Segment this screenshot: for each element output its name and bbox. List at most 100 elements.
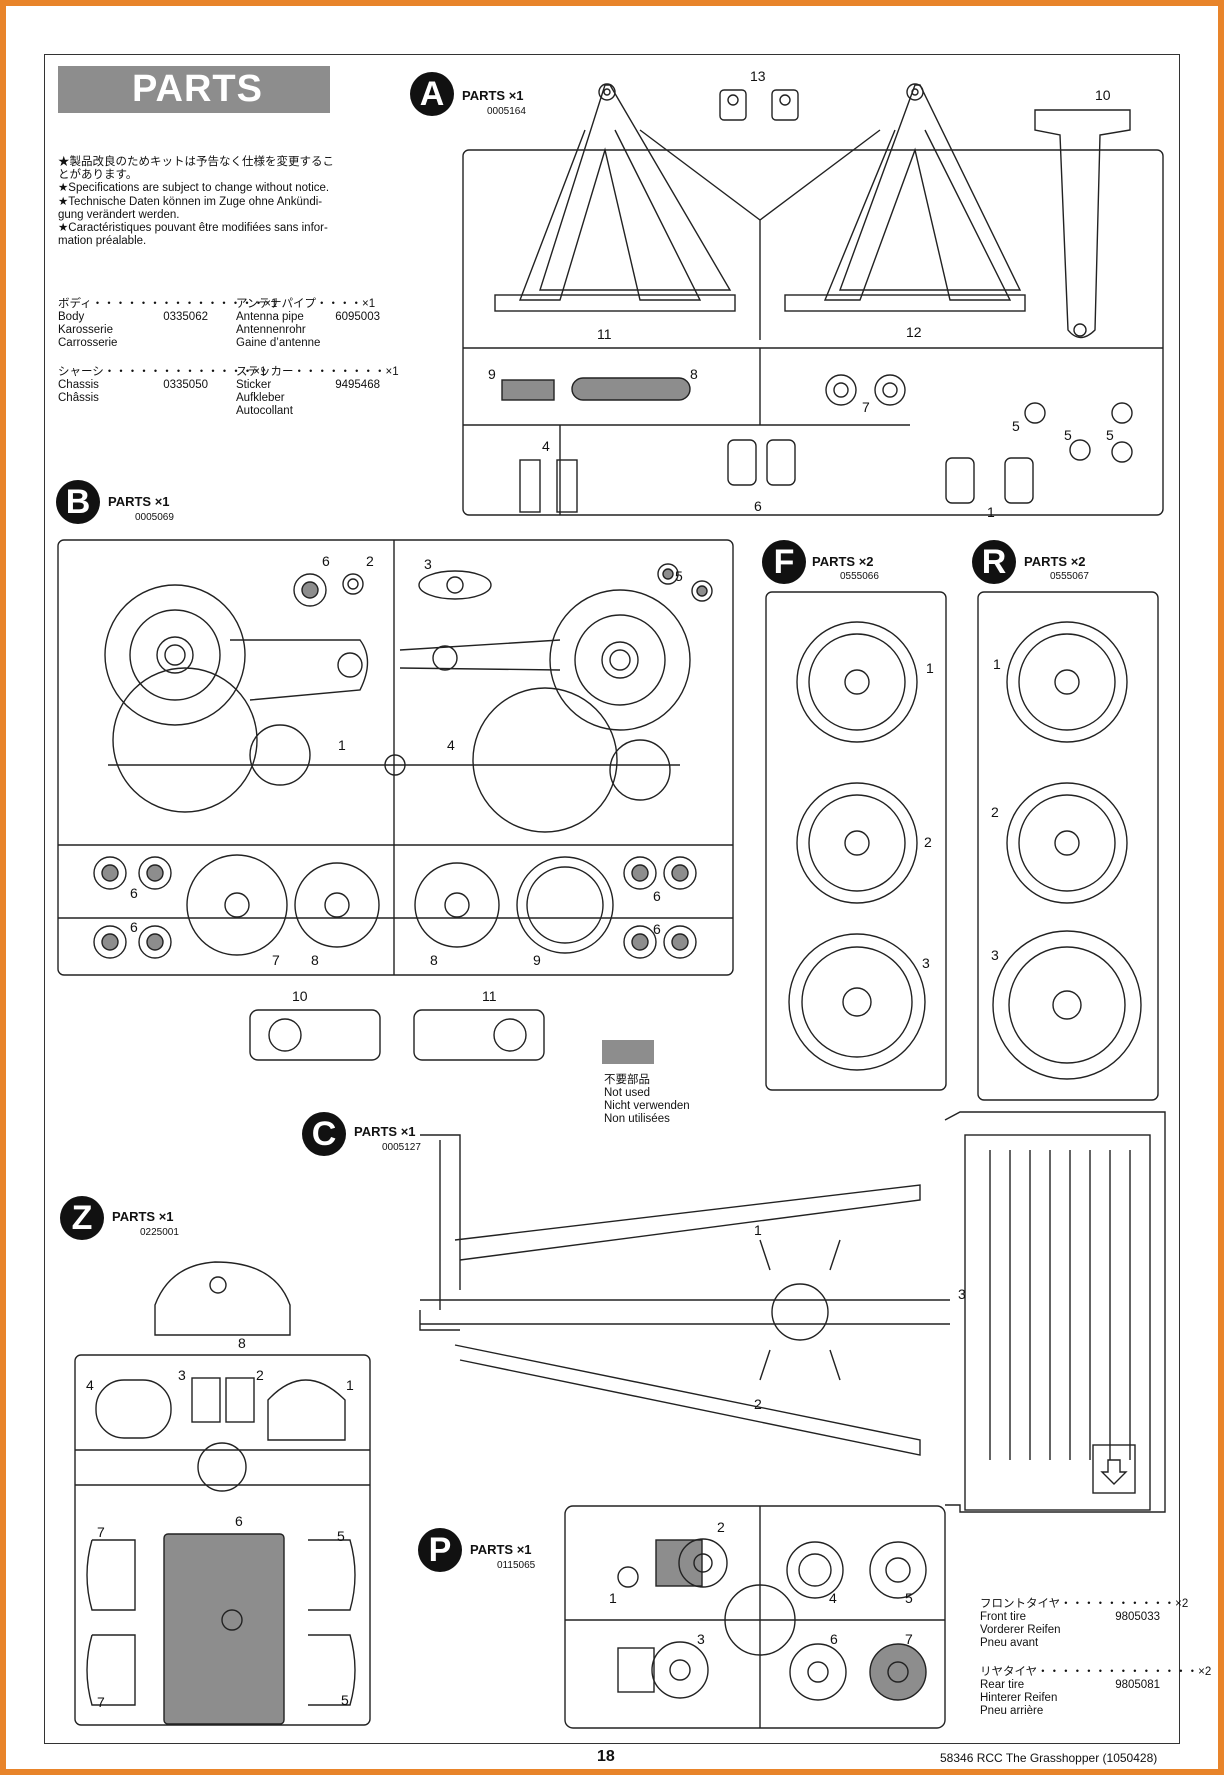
antenna-entry: アンテナパイプ・・・・×1 Antenna pipe Antennenrohr …: [236, 298, 380, 350]
chassis-head: シャーシ・・・・・・・・・・・・・×1: [58, 366, 267, 378]
part-number: 6: [653, 888, 661, 904]
body-name: Body: [58, 311, 85, 323]
part-number: 6: [322, 553, 330, 569]
part-number: 1: [338, 737, 346, 753]
part-number: 9: [488, 366, 496, 382]
sprue-c-title: PARTS ×1: [354, 1124, 416, 1139]
part-number: 3: [922, 955, 930, 971]
front-tire-name: Vorderer Reifen: [980, 1624, 1061, 1636]
sprue-f-drawing: [765, 591, 947, 1091]
sprue-r-badge: R: [972, 540, 1016, 584]
notice-line: mation préalable.: [58, 235, 147, 248]
rear-tire-name: Pneu arrière: [980, 1705, 1044, 1717]
rear-tire-name: Hinterer Reifen: [980, 1692, 1058, 1704]
sprue-a-title: PARTS ×1: [462, 88, 524, 103]
part-number: 6: [130, 885, 138, 901]
front-tire-head: フロントタイヤ・・・・・・・・・・×2: [980, 1598, 1189, 1610]
page-number: 18: [597, 1748, 615, 1765]
part-number: 1: [987, 504, 995, 520]
sprue-b-drawing: [57, 539, 734, 1061]
part-number: 2: [754, 1396, 762, 1412]
sprue-a-code: 0005164: [487, 106, 526, 117]
front-tire-name: Front tire: [980, 1611, 1027, 1623]
sticker-head: ステッカー・・・・・・・・×1: [236, 366, 399, 378]
not-used-line: Nicht verwenden: [604, 1100, 690, 1112]
notice-line: ★Specifications are subject to change wi…: [58, 182, 330, 195]
notice-line: ★Technische Daten können im Zuge ohne An…: [58, 195, 323, 208]
sprue-p-badge: P: [418, 1528, 462, 1572]
sprue-c-code: 0005127: [382, 1142, 421, 1153]
sprue-r-drawing: [977, 591, 1159, 1101]
part-number: 5: [675, 568, 683, 584]
not-used-line: Not used: [604, 1087, 651, 1099]
sprue-p-code: 0115065: [497, 1560, 536, 1571]
sprue-a-badge: A: [410, 72, 454, 116]
sprue-f-title: PARTS ×2: [812, 554, 874, 569]
notice-line: ★製品改良のためキットは予告なく仕様を変更するこ: [58, 156, 334, 168]
part-number: 3: [697, 1631, 705, 1647]
sprue-b-title: PARTS ×1: [108, 494, 170, 509]
sprue-z-title: PARTS ×1: [112, 1209, 174, 1224]
body-entry: ボディ・・・・・・・・・・・・・・・×1 Body Karosserie Car…: [58, 298, 277, 350]
part-number: 7: [97, 1694, 105, 1710]
part-number: 2: [256, 1367, 264, 1383]
part-number: 2: [366, 553, 374, 569]
part-number: 1: [926, 660, 934, 676]
part-number: 4: [447, 737, 455, 753]
part-number: 10: [1095, 87, 1111, 103]
part-number: 8: [238, 1335, 246, 1351]
part-number: 8: [690, 366, 698, 382]
sprue-p-title: PARTS ×1: [470, 1542, 532, 1557]
part-number: 1: [346, 1377, 354, 1393]
front-tire-name: Pneu avant: [980, 1637, 1039, 1649]
part-number: 11: [597, 326, 612, 342]
sprue-f-code: 0555066: [840, 571, 879, 582]
part-number: 2: [991, 804, 999, 820]
sprue-z-code: 0225001: [140, 1227, 179, 1238]
not-used-line: Non utilisées: [604, 1113, 670, 1125]
part-number: 7: [97, 1524, 105, 1540]
part-number: 11: [482, 988, 497, 1004]
part-number: 3: [178, 1367, 186, 1383]
part-number: 5: [341, 1692, 349, 1708]
chassis-name: Chassis: [58, 379, 99, 391]
content-frame: [44, 54, 1180, 1744]
part-number: 9: [533, 952, 541, 968]
part-number: 5: [1064, 427, 1072, 443]
sprue-c-badge: C: [302, 1112, 346, 1156]
part-number: 3: [958, 1286, 966, 1302]
sprue-c-drawing: [419, 1111, 1166, 1513]
chassis-name: Châssis: [58, 392, 99, 404]
sticker-code: 9495468: [335, 379, 380, 391]
rear-tire-head: リヤタイヤ・・・・・・・・・・・・・・×2: [980, 1666, 1212, 1678]
part-number: 6: [235, 1513, 243, 1529]
part-number: 1: [609, 1590, 617, 1606]
part-number: 5: [1012, 418, 1020, 434]
part-number: 13: [750, 68, 766, 84]
part-number: 4: [542, 438, 550, 454]
part-number: 10: [292, 988, 308, 1004]
part-number: 1: [754, 1222, 762, 1238]
sticker-name: Autocollant: [236, 405, 293, 417]
sprue-a-drawing: [462, 83, 1164, 516]
part-number: 6: [830, 1631, 838, 1647]
antenna-name: Antennenrohr: [236, 324, 306, 336]
notice-line: とがあります。: [58, 169, 138, 182]
part-number: 4: [86, 1377, 94, 1393]
sticker-name: Aufkleber: [236, 392, 285, 404]
part-number: 6: [754, 498, 762, 514]
spec-notice: ★製品改良のためキットは予告なく仕様を変更するこ とがあります。 ★Specif…: [58, 156, 388, 248]
part-number: 2: [924, 834, 932, 850]
part-number: 2: [717, 1519, 725, 1535]
part-number: 5: [1106, 427, 1114, 443]
body-name: Karosserie: [58, 324, 113, 336]
part-number: 12: [906, 324, 922, 340]
part-number: 5: [905, 1590, 913, 1606]
part-number: 6: [130, 919, 138, 935]
part-number: 3: [424, 556, 432, 572]
chassis-code: 0335050: [163, 379, 208, 391]
part-number: 7: [862, 399, 870, 415]
not-used-legend: 不要部品 Not used Nicht verwenden Non utilis…: [604, 1074, 690, 1126]
page-title: PARTS: [58, 66, 330, 113]
